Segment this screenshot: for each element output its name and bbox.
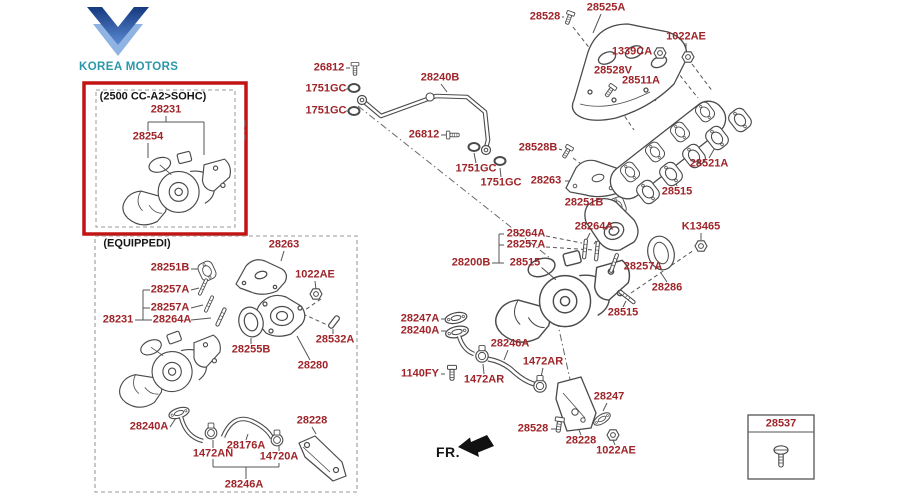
sohc-highlight-box [82,81,248,236]
callout-28246A: 28246A [224,478,264,491]
callout-1751GC: 1751GC [305,82,347,95]
manifold-sketches [559,9,755,251]
callout-28257A: 28257A [150,283,190,296]
callout-28255B: 28255B [231,343,271,356]
callout-1472AR: 1472AR [463,373,505,386]
callout-K13465: K13465 [681,220,721,233]
callout-28515: 28515 [607,306,639,319]
callout-28264A: 28264A [506,227,546,240]
callout-28257A: 28257A [150,301,190,314]
callout-28263: 28263 [268,238,300,251]
callout-26812: 26812 [313,61,345,74]
callout-28528V: 28528V [594,64,632,77]
callout-28264A: 28264A [574,220,614,233]
callout-1751GC: 1751GC [480,176,522,189]
callout-1022AE: 1022AE [295,268,335,281]
callout-28286: 28286 [651,281,683,294]
fastener-inset-box [747,414,815,480]
centerline-dashes [244,105,572,385]
fr-direction-label: FR. [435,444,461,460]
callout-28528B: 28528B [518,141,558,154]
callout-28280: 28280 [297,359,329,372]
callout-28263: 28263 [530,174,562,187]
fr-direction-arrow-icon [458,435,494,457]
callout-28247A: 28247A [400,312,440,325]
callout-28264A: 28264A [152,313,192,326]
screw-icon [773,445,789,468]
callout-28528: 28528 [517,422,549,435]
oil-drain-sketches [443,310,620,441]
callout-28511A: 28511A [622,74,660,87]
callout-28228: 28228 [296,414,328,427]
korea-motors-logo-text: KOREA MOTORS [79,61,179,73]
sohc-box-title: (2500 CC-A2>SOHC) [99,90,207,103]
callout-28515: 28515 [661,185,693,198]
callout-28240A: 28240A [400,324,440,337]
callout-28257A: 28257A [623,260,663,273]
leader-lines [135,13,717,479]
callout-1140FY: 1140FY [401,367,439,380]
callout-1751GC: 1751GC [455,162,497,175]
callout-1339CA: 1339CA [611,45,653,58]
callout-28532A: 28532A [315,333,355,346]
callout-28247: 28247 [593,390,625,403]
callout-28240B: 28240B [420,71,460,84]
callout-1472AR: 1472AR [522,355,564,368]
callout-28231: 28231 [102,313,134,326]
oil-feed-pipe-sketch [347,61,507,166]
callout-28200B: 28200B [451,256,491,269]
callout-28231: 28231 [150,103,182,116]
callout-1022AE: 1022AE [596,444,636,457]
callout-28528: 28528 [529,10,561,23]
equipped-box-title: (EQUIPPEDI) [103,237,171,250]
callout-28228: 28228 [565,434,597,447]
callout-28521A: 28521A [689,157,729,170]
callout-1472AN: 1472AN [192,447,234,460]
callout-1751GC: 1751GC [305,104,347,117]
dashed-leader-lines [301,26,714,328]
korea-motors-logo-mark [87,7,149,56]
callout-28537: 28537 [765,417,797,430]
callout-14720A: 14720A [259,450,299,463]
callout-28176A: 28176A [226,439,266,452]
callout-1022AE: 1022AE [666,30,706,43]
callout-28254: 28254 [132,130,164,143]
callout-28251B: 28251B [564,196,604,209]
equipped-parts-sketches [166,258,347,482]
callout-28525A: 28525A [586,1,626,14]
callout-26812: 26812 [408,128,440,141]
callout-28515: 28515 [509,256,541,269]
callout-28251B: 28251B [150,261,190,274]
callout-28246A: 28246A [490,337,530,350]
callout-28240A: 28240A [129,420,169,433]
callout-28257A: 28257A [506,238,546,251]
